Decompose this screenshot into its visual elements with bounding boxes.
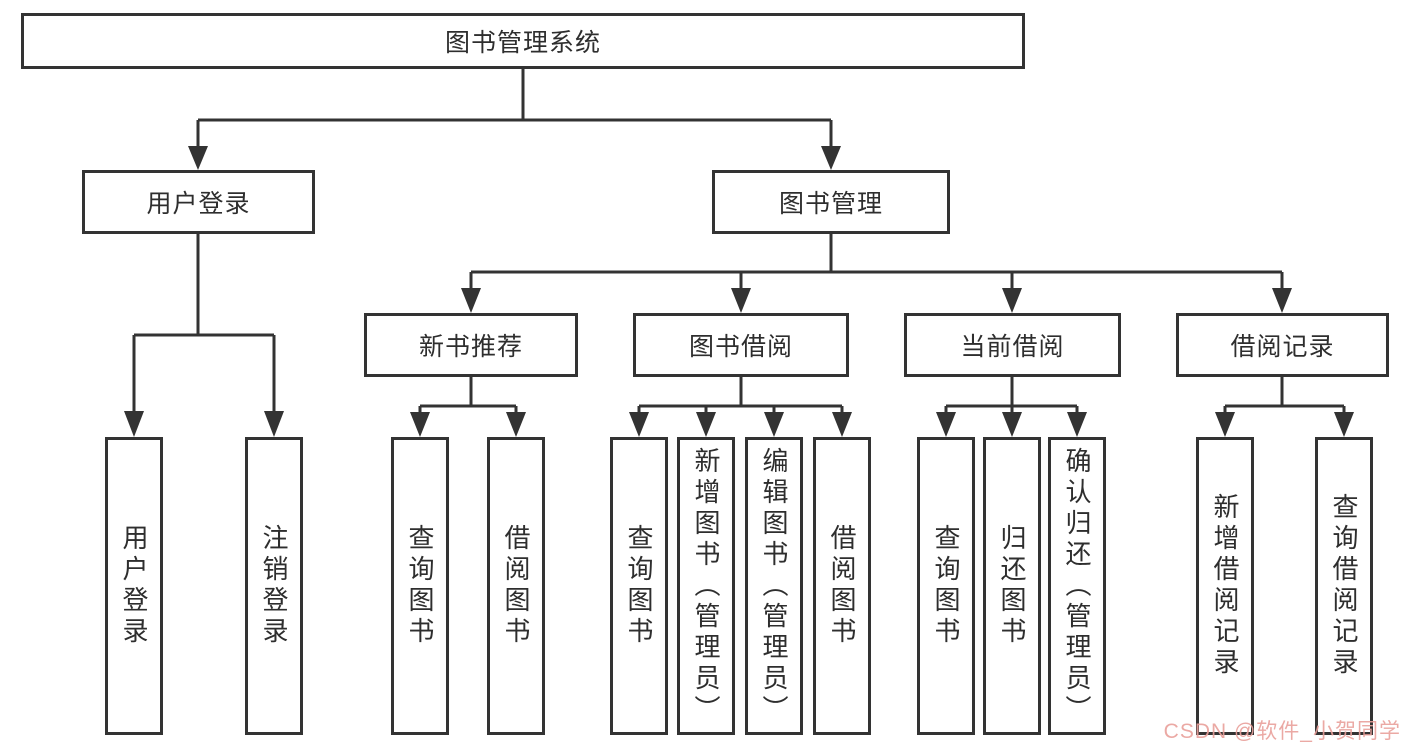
leaf-user-login-label: 用户登录 [119, 524, 149, 648]
node-borrow-records-label: 借阅记录 [1230, 333, 1335, 361]
node-root-label: 图书管理系统 [444, 29, 601, 57]
leaf-query-books-recommend: 查询图书 [391, 437, 449, 735]
node-book-borrow-label: 图书借阅 [688, 333, 793, 361]
node-new-book-recommend: 新书推荐 [364, 313, 578, 377]
node-book-management-label: 图书管理 [778, 190, 883, 218]
leaf-user-login: 用户登录 [105, 437, 163, 735]
node-new-book-recommend-label: 新书推荐 [418, 333, 523, 361]
leaf-add-borrow-record-label: 新增借阅记录 [1210, 493, 1240, 679]
leaf-borrow-books-recommend: 借阅图书 [487, 437, 545, 735]
leaf-query-books-current-label: 查询图书 [931, 524, 961, 648]
leaf-query-books-recommend-label: 查询图书 [405, 524, 435, 648]
node-book-management: 图书管理 [712, 170, 950, 234]
node-root: 图书管理系统 [21, 13, 1025, 69]
leaf-add-borrow-record: 新增借阅记录 [1196, 437, 1254, 735]
node-book-borrow: 图书借阅 [633, 313, 849, 377]
leaf-add-book-admin-label: 新增图书（管理员） [691, 446, 721, 726]
leaf-query-books-borrow-label: 查询图书 [624, 524, 654, 648]
leaf-logout: 注销登录 [245, 437, 303, 735]
leaf-return-book-label: 归还图书 [997, 524, 1027, 648]
leaf-borrow-books-borrow-label: 借阅图书 [827, 524, 857, 648]
node-user-login-label: 用户登录 [146, 190, 251, 218]
leaf-edit-book-admin-label: 编辑图书（管理员） [759, 446, 789, 726]
leaf-borrow-books-borrow: 借阅图书 [813, 437, 871, 735]
leaf-query-books-borrow: 查询图书 [610, 437, 668, 735]
leaf-edit-book-admin: 编辑图书（管理员） [745, 437, 803, 735]
leaf-query-books-current: 查询图书 [917, 437, 975, 735]
leaf-logout-label: 注销登录 [259, 524, 289, 648]
node-user-login: 用户登录 [82, 170, 315, 234]
leaf-confirm-return-admin: 确认归还（管理员） [1048, 437, 1106, 735]
leaf-query-borrow-record-label: 查询借阅记录 [1329, 493, 1359, 679]
node-current-borrow: 当前借阅 [904, 313, 1121, 377]
arrowheads [124, 146, 1354, 437]
watermark-text: CSDN @软件_小贺同学 [1163, 720, 1401, 743]
node-borrow-records: 借阅记录 [1176, 313, 1389, 377]
leaf-return-book: 归还图书 [983, 437, 1041, 735]
node-current-borrow-label: 当前借阅 [960, 333, 1065, 361]
leaf-borrow-books-recommend-label: 借阅图书 [501, 524, 531, 648]
leaf-query-borrow-record: 查询借阅记录 [1315, 437, 1373, 735]
leaf-add-book-admin: 新增图书（管理员） [677, 437, 735, 735]
leaf-confirm-return-admin-label: 确认归还（管理员） [1062, 446, 1092, 726]
